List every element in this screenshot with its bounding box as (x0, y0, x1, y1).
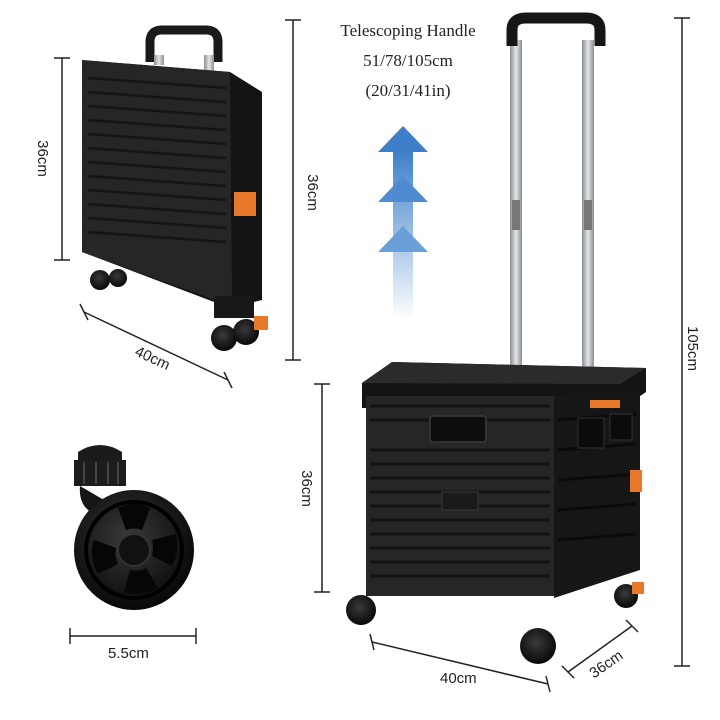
box-height-label: 36cm (297, 470, 315, 507)
wheel-label: 5.5cm (108, 645, 149, 662)
box-width-label: 40cm (440, 670, 477, 687)
dim-total-height (674, 17, 690, 667)
folded-side-label: 36cm (303, 174, 321, 211)
folded-height-label: 36cm (33, 140, 51, 177)
dim-folded-side (285, 19, 301, 361)
total-height-label: 105cm (684, 325, 702, 372)
up-arrows-icon (378, 126, 428, 320)
folded-cart (82, 25, 268, 351)
handle-title: Telescoping Handle (340, 21, 476, 40)
dim-folded-width (79, 303, 233, 389)
dim-box-height (314, 383, 330, 593)
dim-box-depth (561, 619, 639, 679)
dim-wheel (69, 628, 197, 644)
handle-cm: 51/78/105cm (363, 51, 453, 70)
unfolded-cart (346, 12, 646, 664)
dim-folded-height (54, 57, 70, 261)
wheel-closeup (74, 445, 194, 610)
dim-box-width (369, 633, 551, 693)
handle-inches: (20/31/41in) (365, 81, 451, 100)
